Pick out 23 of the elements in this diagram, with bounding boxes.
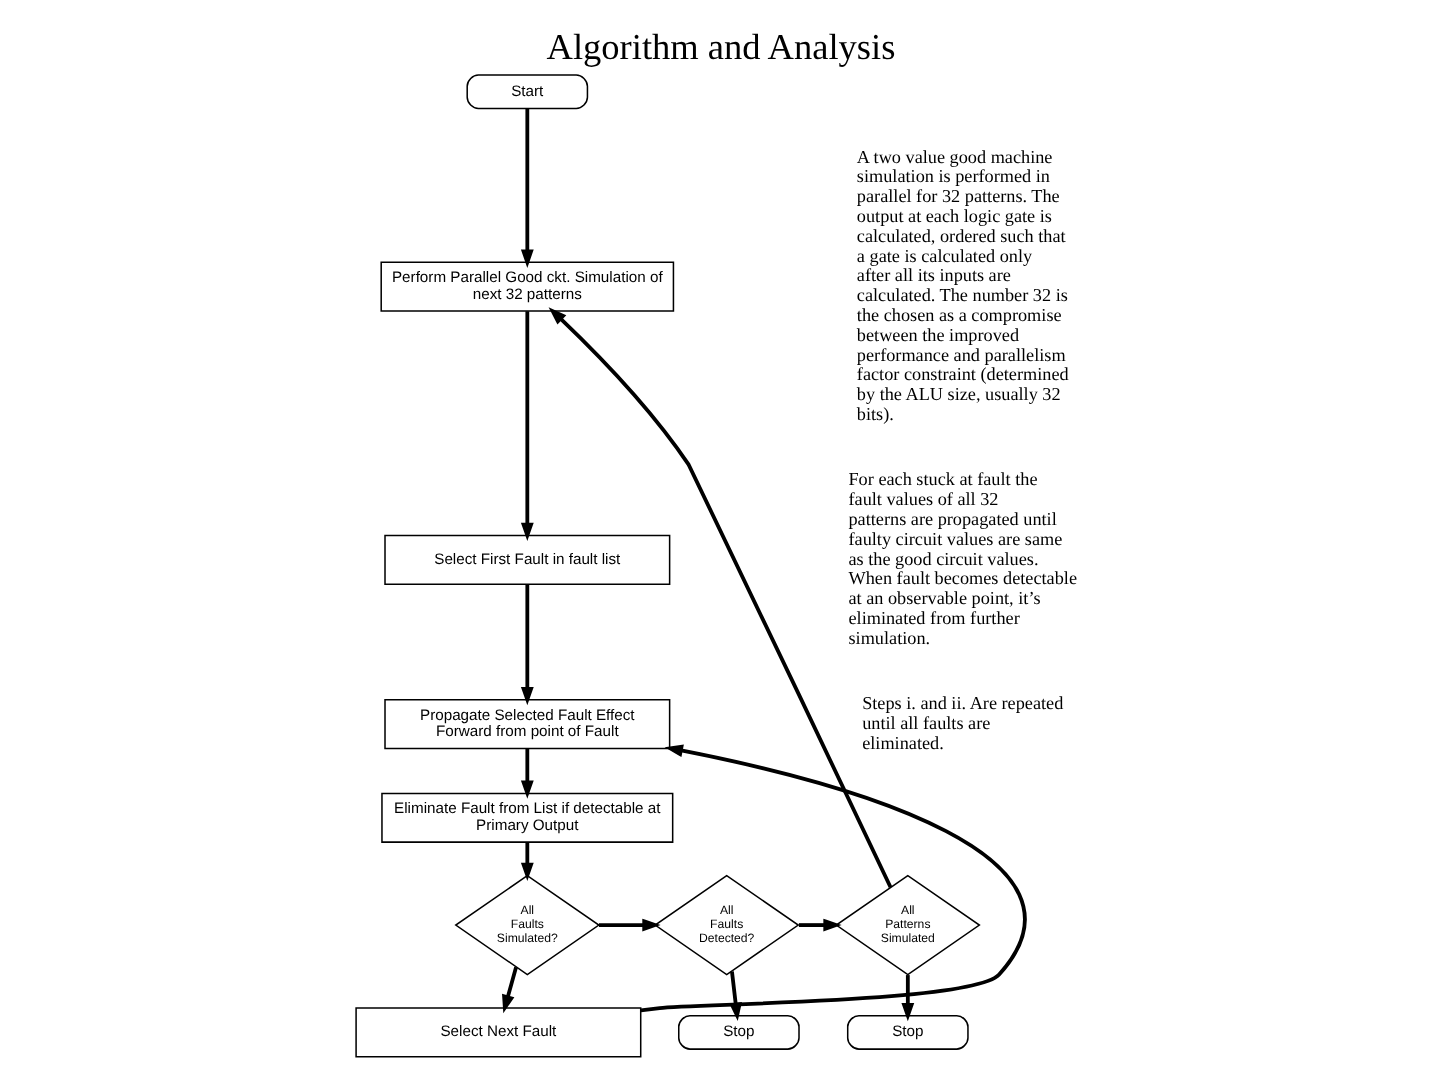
arrow (519, 584, 533, 706)
arrow (547, 307, 892, 889)
arrow (900, 975, 914, 1022)
arrow (519, 311, 533, 542)
node-box: Eliminate Fault from List if detectable at Primary Output (380, 792, 673, 843)
node-box: Propagate Selected Fault Effect Forward from point of Fault (383, 699, 670, 750)
arrow (519, 748, 533, 799)
arrow (501, 966, 517, 1014)
node-box: Select Next Fault (354, 1007, 641, 1058)
label: A two value good machine simulation is performed in parallel for 32 patterns. The output at each logic gate is calculated, ordered such that a gate is calculated only after all its inputs are calculated. The number 32 is the chosen as a compromise between the improved performance and parallelism factor constraint (determined by the ALU size, usually 32 bits). (855, 146, 1068, 424)
arrow (598, 918, 660, 932)
label: For each stuck at fault the fault values of all 32 patterns are propagated until faulty circuit values are same as the good circuit values. When fault becomes detectable at an observable point, it’s eliminated from further simulation. (847, 469, 1076, 648)
arrow (519, 842, 533, 882)
label: Steps i. and ii. Are repeated until all faults are eliminated. (861, 693, 1063, 753)
arrow (797, 918, 841, 932)
arrow (519, 108, 533, 268)
node-box: Perform Parallel Good ckt. Simulation of next 32 patterns (379, 261, 674, 312)
node-box: Start (465, 74, 588, 110)
node-box: Select First Fault in fault list (383, 534, 670, 585)
diagram-title: Algorithm and Analysis (545, 26, 895, 67)
node-box: Stop (845, 1014, 968, 1050)
arrow (639, 744, 1026, 1013)
node-box: Stop (677, 1014, 799, 1050)
